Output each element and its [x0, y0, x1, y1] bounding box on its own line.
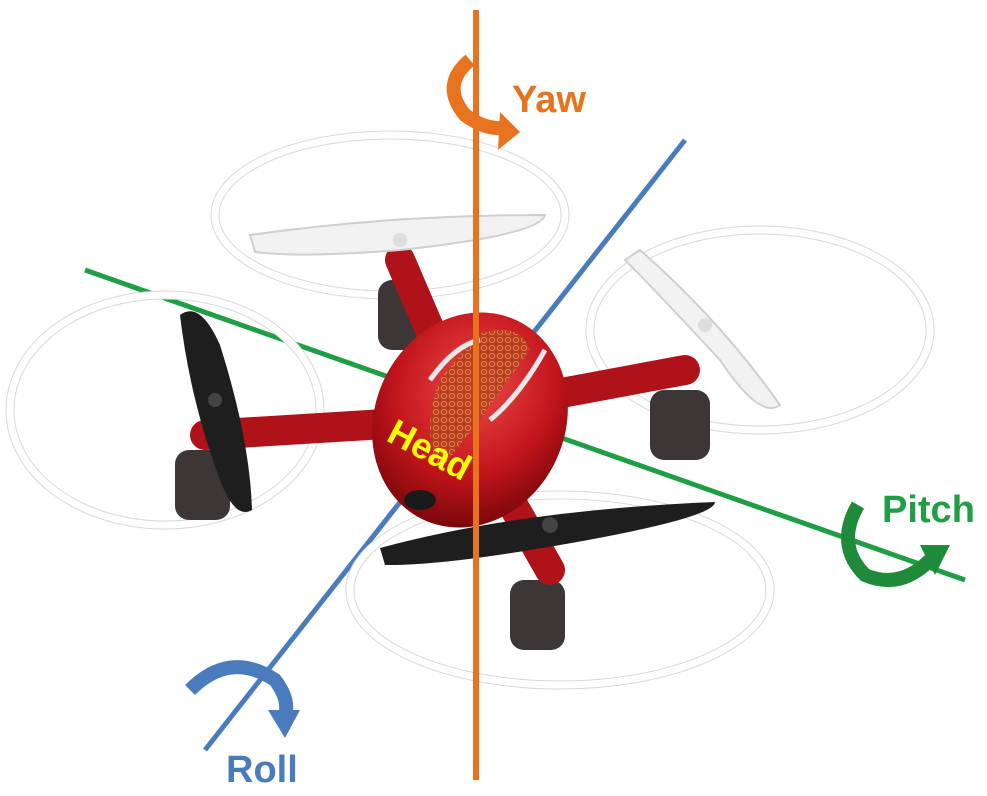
roll-label: Roll	[226, 749, 298, 791]
pitch-rotation-arrow-icon	[841, 501, 950, 587]
propellers	[180, 213, 782, 566]
yaw-label: Yaw	[512, 79, 586, 121]
roll-rotation-arrow-icon	[185, 660, 300, 738]
yaw-rotation-arrow-icon	[446, 54, 520, 150]
pitch-label: Pitch	[882, 489, 975, 531]
propeller-guards	[5, 130, 935, 690]
drone-body	[372, 312, 568, 528]
